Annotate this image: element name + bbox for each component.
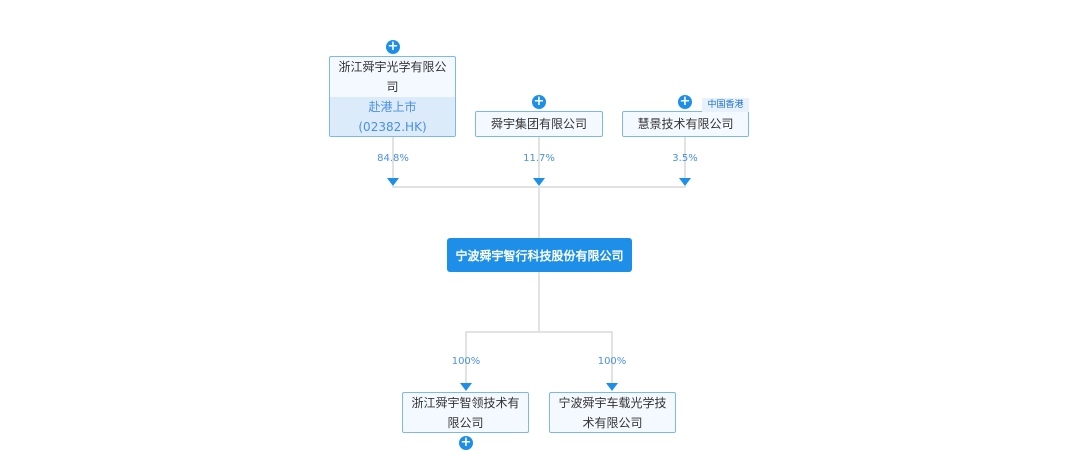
company-name: 宁波舜宇智行科技股份有限公司 [455,248,624,263]
edge-line [538,137,540,179]
shareholder-name: 慧景技术有限公司 [637,117,734,131]
region-tag: 中国香港 [702,98,749,112]
shareholder-node[interactable]: 舜宇集团有限公司 [475,111,603,137]
edge-line [465,331,613,333]
expand-button[interactable]: + [459,435,473,450]
edge-line [392,137,394,179]
main-company-node[interactable]: 宁波舜宇智行科技股份有限公司 [447,238,632,272]
share-percent: 84.8% [377,153,409,164]
shareholder-node[interactable]: 慧景技术有限公司 [622,111,749,137]
listing-status: 赴港上市 [368,100,417,114]
subsidiary-name: 浙江舜宇智领技术有限公司 [411,395,520,430]
shareholder-name: 舜宇集团有限公司 [490,117,587,131]
expand-button[interactable]: + [386,39,400,54]
edge-line [538,272,540,332]
edge-line [538,186,540,238]
expand-button[interactable]: + [678,94,692,109]
shareholder-node[interactable]: 浙江舜宇光学有限公司 赴港上市 (02382.HK) [329,56,456,137]
stock-code[interactable]: (02382.HK) [358,120,427,134]
expand-button[interactable]: + [532,94,546,109]
share-percent: 100% [451,356,481,367]
arrow-down-icon [606,383,618,391]
arrow-down-icon [533,178,545,186]
edge-line [465,331,467,383]
subsidiary-node[interactable]: 浙江舜宇智领技术有限公司 [402,392,529,433]
subsidiary-name: 宁波舜宇车载光学技术有限公司 [558,395,667,430]
arrow-down-icon [679,178,691,186]
edge-line [684,137,686,179]
share-percent: 11.7% [523,153,555,164]
share-percent: 3.5% [672,153,698,164]
share-percent: 100% [597,356,627,367]
arrow-down-icon [460,383,472,391]
edge-line [611,331,613,383]
subsidiary-node[interactable]: 宁波舜宇车载光学技术有限公司 [549,392,676,433]
shareholder-name: 浙江舜宇光学有限公司 [338,60,447,94]
arrow-down-icon [387,178,399,186]
